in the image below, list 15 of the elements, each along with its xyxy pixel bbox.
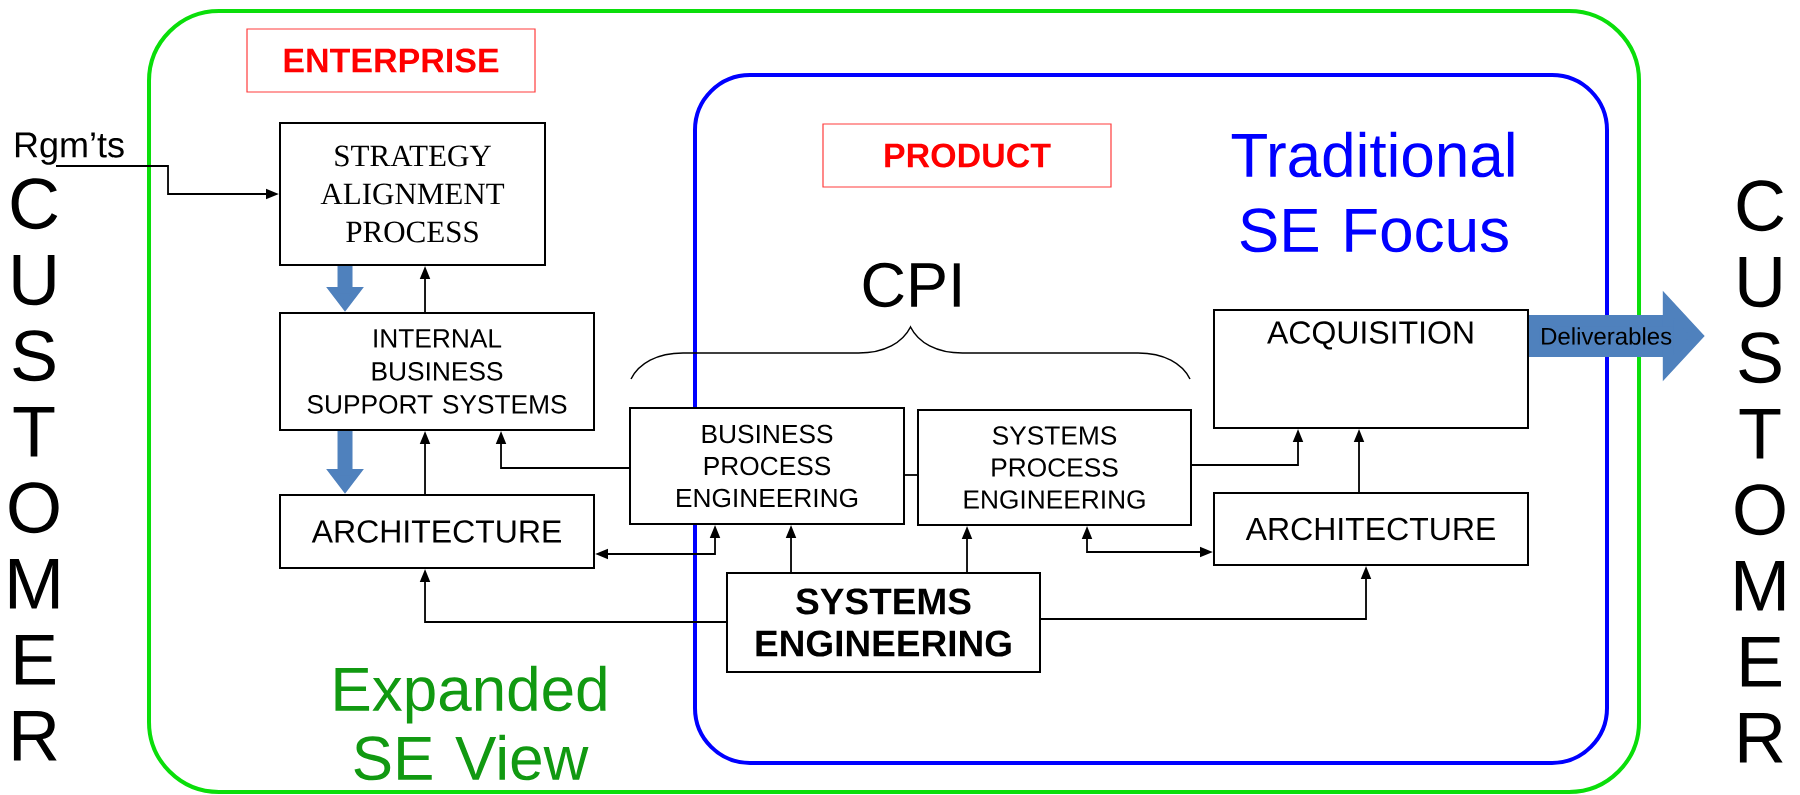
connector-line — [904, 474, 918, 476]
vertical-label: CUSTOMER — [1735, 180, 1785, 763]
brace-label: CPI — [863, 262, 960, 308]
tag-box: ENTERPRISE — [246, 28, 536, 93]
process-box: ARCHITECTURE — [1213, 492, 1529, 566]
process-box: ARCHITECTURE — [279, 494, 595, 569]
tag-box: PRODUCT — [822, 123, 1112, 188]
input-label: Rgm’ts — [15, 132, 124, 165]
process-box: BUSINESS PROCESS ENGINEERING — [629, 407, 905, 525]
process-box: SYSTEMS ENGINEERING — [726, 572, 1041, 673]
process-box: STRATEGY ALIGNMENT PROCESS — [279, 122, 546, 266]
process-box: ACQUISITION — [1213, 309, 1529, 429]
process-box: SYSTEMS PROCESS ENGINEERING — [917, 409, 1192, 526]
process-box: INTERNAL BUSINESS SUPPORT SYSTEMS — [279, 312, 595, 431]
vertical-label: CUSTOMER — [9, 178, 59, 761]
